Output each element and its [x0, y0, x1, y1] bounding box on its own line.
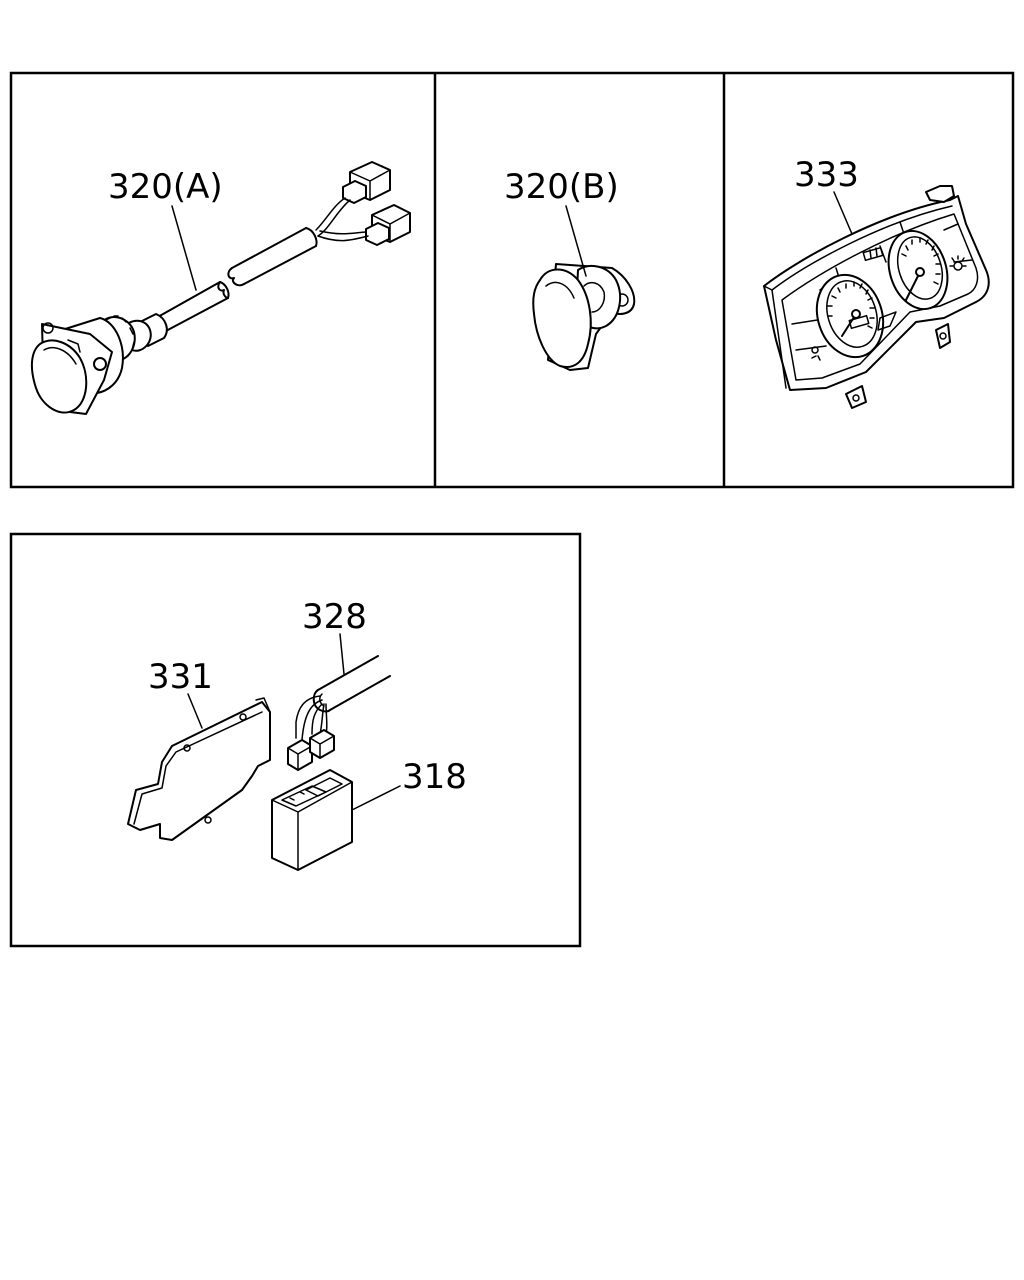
callout-318: 318	[402, 757, 467, 797]
top-frame	[9, 71, 1015, 489]
callout-320a: 320(A)	[108, 167, 223, 207]
part-331-bracket	[127, 697, 271, 841]
leader-320a	[171, 205, 197, 291]
callout-320b: 320(B)	[504, 167, 619, 207]
leader-320b	[565, 205, 587, 277]
callout-328: 328	[302, 597, 367, 637]
part-333-instrument-cluster	[763, 185, 990, 409]
bottom-frame	[9, 532, 582, 948]
part-328-harness	[287, 655, 391, 771]
leader-333	[833, 191, 853, 235]
part-318-module	[271, 769, 353, 871]
leader-318	[351, 785, 401, 811]
callout-331: 331	[148, 657, 213, 697]
leader-331	[187, 693, 203, 729]
part-320b-socket	[532, 263, 636, 371]
callout-333: 333	[794, 155, 859, 195]
part-320a-socket-harness	[30, 161, 411, 415]
leader-328	[339, 633, 345, 675]
